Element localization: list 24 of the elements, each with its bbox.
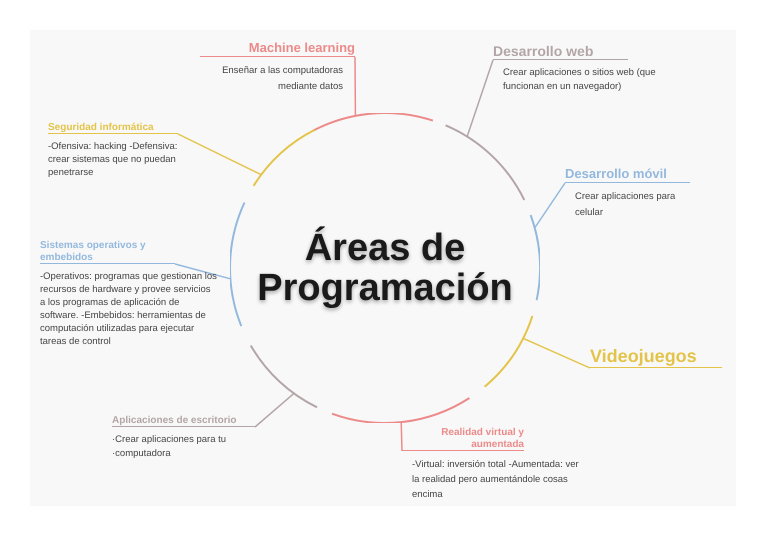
- leader-line: [400, 422, 403, 452]
- branch-heading: Aplicaciones de escritorio: [112, 398, 255, 427]
- branch-description: -Ofensiva: hacking -Defensiva: crear sistemas que no puedan penetrarse: [48, 140, 178, 179]
- branch-heading: Sistemas operativos y embebidos: [40, 236, 175, 264]
- branch-description: -Operativos: programas que gestionan los recursos de hardware y provee servicios a los programas de aplicación de software. -Embebidos: herramientas de computación utilizadas para ejecutar tareas de control: [40, 270, 218, 348]
- leader-line: [354, 57, 356, 116]
- branch-heading: Videojuegos: [590, 342, 722, 368]
- central-title: Áreas de Programación: [256, 228, 514, 308]
- branch-description: Crear aplicaciones o sitios web (que funcionan en un navegador): [502, 66, 657, 94]
- branch-heading: Realidad virtual y aumentada: [402, 420, 524, 451]
- branch-description: -Virtual: inversión total -Aumentada: ver la realidad pero aumentándole cosas encima: [411, 458, 580, 502]
- branch-description: Enseñar a las computadoras mediante datos: [221, 64, 344, 94]
- branch-description: ·Crear aplicaciones para tu ·computadora: [112, 433, 228, 461]
- branch-heading: Seguridad informática: [48, 116, 178, 134]
- branch-heading: Machine learning: [200, 36, 355, 57]
- branch-heading: Desarrollo móvil: [565, 163, 690, 183]
- leader-line: [178, 133, 262, 176]
- leader-line: [522, 338, 590, 369]
- leader-line: [466, 60, 494, 137]
- branch-heading: Desarrollo web: [493, 40, 628, 60]
- leader-line: [254, 392, 294, 428]
- leader-line: [534, 182, 566, 228]
- leader-line: [174, 263, 231, 280]
- branch-description: Crear aplicaciones para celular: [574, 190, 676, 220]
